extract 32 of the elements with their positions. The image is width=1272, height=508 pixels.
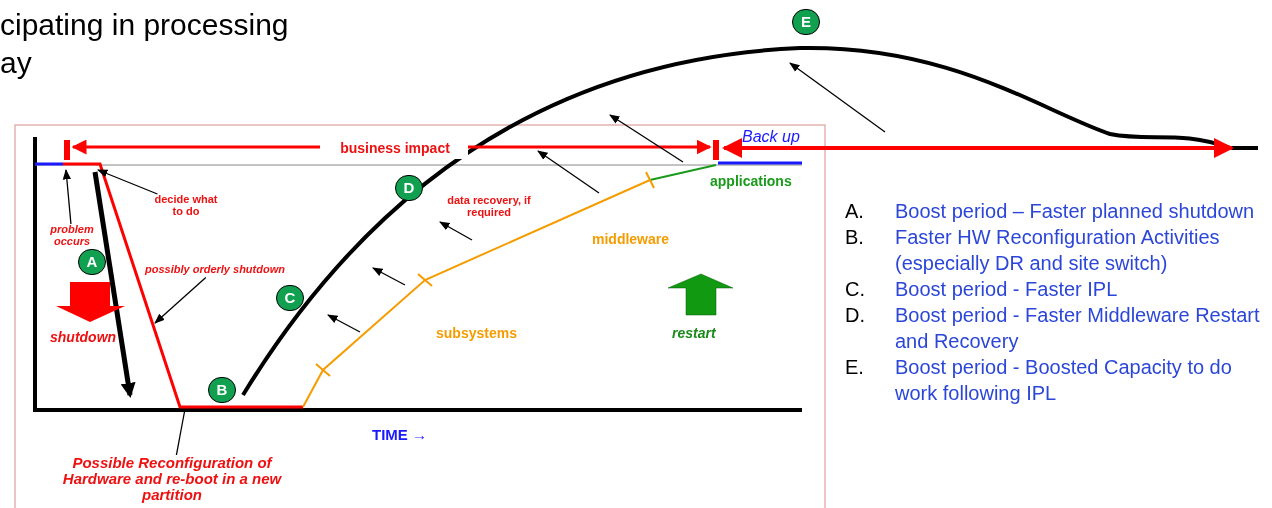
- list-item-text: Boost period - Faster Middleware Restart and Recovery: [895, 303, 1261, 354]
- phase-label: middleware: [592, 230, 670, 249]
- list-item-text: Boost period - Boosted Capacity to do work following IPL: [895, 355, 1233, 406]
- letter-marker: C: [276, 285, 304, 311]
- list-item-text: Boost period - Faster IPL: [895, 277, 1119, 302]
- list-item-text: Boost period – Faster planned shutdown: [895, 199, 1256, 224]
- list-marker: D.: [845, 303, 866, 328]
- axis-label: TIME →: [372, 425, 427, 445]
- leader-line: [62, 168, 72, 225]
- title-text: cipating in processing: [0, 7, 289, 43]
- list-marker: E.: [845, 355, 865, 380]
- letter-marker: D: [395, 175, 423, 201]
- phase-label: Back up: [742, 127, 800, 147]
- letter-marker: A: [78, 249, 106, 275]
- callout-text: possibly orderly shutdown: [145, 261, 285, 278]
- phase-label: applications: [710, 172, 792, 191]
- phase-label: shutdown: [50, 328, 117, 347]
- phase-label: data recovery, if required: [446, 195, 532, 219]
- list-marker: B.: [845, 225, 865, 250]
- letter-marker: B: [208, 377, 236, 403]
- list-marker: C.: [845, 277, 866, 302]
- leader-line: [154, 276, 207, 324]
- callout-text: decide what to do: [150, 194, 222, 218]
- phase-label: subsystems: [436, 324, 517, 343]
- letter-marker: E: [792, 9, 820, 35]
- list-item-text: Faster HW Reconfiguration Activities (especially DR and site switch): [895, 225, 1221, 276]
- phase-label: restart: [672, 324, 716, 343]
- title-text: ay: [0, 45, 32, 81]
- callout-text: problem occurs: [40, 224, 104, 248]
- leader-line: [97, 169, 159, 195]
- callout-text: Possible Reconfiguration of Hardware and re-boot in a new partition: [38, 455, 306, 503]
- list-marker: A.: [845, 199, 865, 224]
